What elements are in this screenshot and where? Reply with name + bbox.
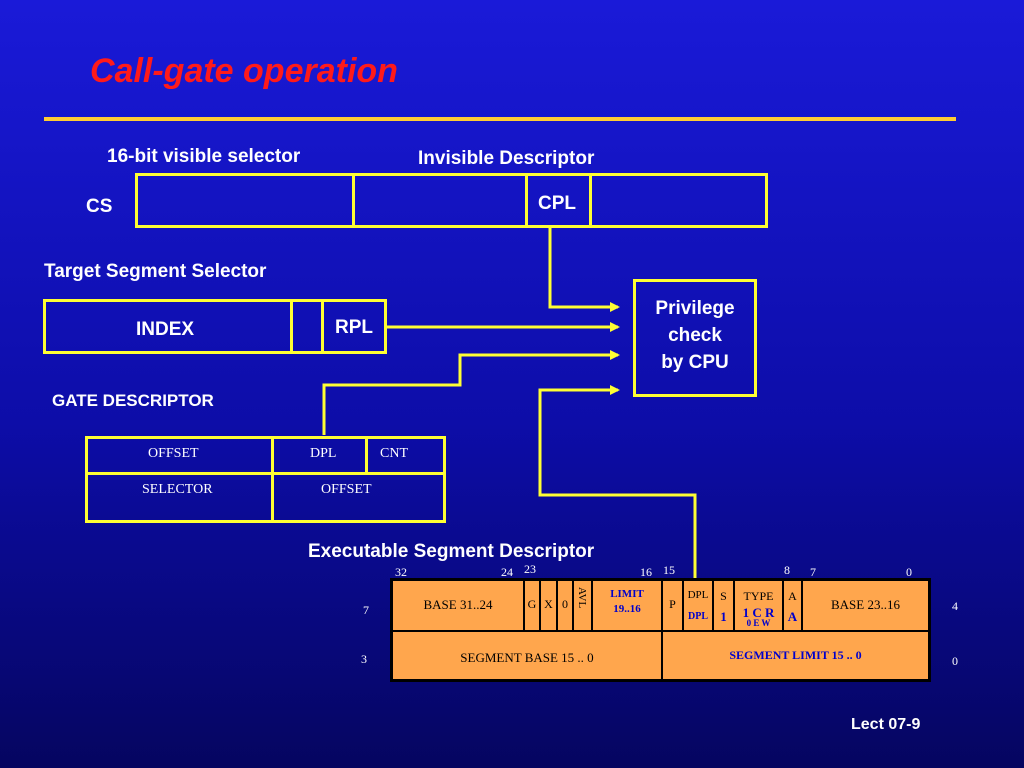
cpl-field-label: CPL xyxy=(538,193,576,214)
zero-bit-label: 0 xyxy=(562,597,568,611)
base-31-24-label: BASE 31..24 xyxy=(423,597,493,612)
a-top-label: A xyxy=(788,589,797,603)
bit-label-0: 0 xyxy=(906,565,912,579)
limit-19-16-line2: 19..16 xyxy=(613,603,641,615)
target-selector-label: Target Segment Selector xyxy=(44,261,267,282)
row-label-4: 4 xyxy=(952,599,958,613)
cs-register-box: CPL xyxy=(135,173,768,228)
gate-dpl-label: DPL xyxy=(310,446,337,461)
segment-base-15-0-label: SEGMENT BASE 15 .. 0 xyxy=(460,650,594,665)
cs-visible-selector-cell xyxy=(138,176,355,225)
bit-label-23: 23 xyxy=(524,562,536,576)
gate-offset-hi-cell: OFFSET xyxy=(88,439,274,472)
zero-cell: 0 xyxy=(556,581,572,630)
bit-label-15: 15 xyxy=(663,563,675,577)
s-top-label: S xyxy=(720,589,727,603)
dpl-top-label: DPL xyxy=(687,589,709,601)
target-selector-box: INDEX RPL xyxy=(43,299,387,354)
invisible-descriptor-label: Invisible Descriptor xyxy=(418,148,595,169)
type-sub-label: 0 E W xyxy=(746,618,771,628)
limit-19-16-cell: LIMIT 19..16 xyxy=(591,581,661,630)
base-31-24-cell: BASE 31..24 xyxy=(393,581,523,630)
visible-selector-label: 16-bit visible selector xyxy=(107,146,301,167)
index-cell: INDEX xyxy=(46,302,293,351)
gate-descriptor-label: GATE DESCRIPTOR xyxy=(52,391,214,410)
privilege-check-line2: check xyxy=(668,325,722,346)
gate-dpl-arrow xyxy=(322,350,620,435)
gate-offset-hi-label: OFFSET xyxy=(148,446,199,461)
rpl-field-label: RPL xyxy=(335,317,373,338)
privilege-check-line1: Privilege xyxy=(655,298,735,319)
gate-offset-lo-label: OFFSET xyxy=(321,482,372,497)
p-bit-label: P xyxy=(669,597,676,611)
gate-selector-cell: SELECTOR xyxy=(88,475,274,520)
gate-dpl-cell: DPL xyxy=(274,439,368,472)
segment-limit-15-0-label: SEGMENT LIMIT 15 .. 0 xyxy=(729,648,862,662)
gate-row-1: OFFSET DPL CNT xyxy=(88,439,443,475)
segment-limit-15-0-cell: SEGMENT LIMIT 15 .. 0 xyxy=(661,632,928,679)
slide-footer: Lect 07-9 xyxy=(851,716,921,733)
bit-label-32: 32 xyxy=(395,565,407,579)
type-cell: TYPE 1 C R 0 E W xyxy=(733,581,782,630)
a-cell: A A xyxy=(782,581,801,630)
dpl-bottom-label: DPL xyxy=(688,611,708,622)
segment-base-15-0-cell: SEGMENT BASE 15 .. 0 xyxy=(393,632,661,679)
row-label-0: 0 xyxy=(952,654,958,668)
segment-descriptor-label: Executable Segment Descriptor xyxy=(308,541,595,562)
avl-cell: AVL xyxy=(572,581,591,630)
segment-dpl-arrow xyxy=(538,385,697,580)
row-label-3: 3 xyxy=(361,652,367,666)
type-bits-label: 1 C R xyxy=(742,605,775,620)
privilege-check-line3: by CPU xyxy=(661,352,729,373)
privilege-check-box: Privilege check by CPU xyxy=(633,279,757,397)
p-cell: P xyxy=(661,581,682,630)
x-cell: X xyxy=(539,581,556,630)
cs-register-name: CS xyxy=(86,196,113,217)
bit-label-24: 24 xyxy=(501,565,513,579)
row-label-7: 7 xyxy=(363,603,369,617)
type-top-label: TYPE xyxy=(743,589,774,603)
cpl-arrow xyxy=(548,227,620,312)
base-23-16-label: BASE 23..16 xyxy=(831,597,900,612)
s-bottom-label: 1 xyxy=(720,609,727,624)
title-divider xyxy=(44,117,956,121)
gate-selector-label: SELECTOR xyxy=(142,482,213,497)
g-bit-label: G xyxy=(527,597,537,611)
s-cell: S 1 xyxy=(712,581,733,630)
base-23-16-cell: BASE 23..16 xyxy=(801,581,928,630)
x-bit-label: X xyxy=(544,597,553,611)
page-title: Call-gate operation xyxy=(90,52,398,90)
gate-cnt-label: CNT xyxy=(380,446,408,461)
gate-row-2: SELECTOR OFFSET xyxy=(88,475,443,520)
bit-label-8: 8 xyxy=(784,563,790,577)
dpl-cell: DPL DPL xyxy=(682,581,712,630)
segment-row-divider xyxy=(393,630,928,632)
gate-descriptor-box: OFFSET DPL CNT SELECTOR OFFSET xyxy=(85,436,446,523)
bit-label-16: 16 xyxy=(640,565,652,579)
ti-cell xyxy=(293,302,324,351)
bit-label-7: 7 xyxy=(810,565,816,579)
index-field-label: INDEX xyxy=(136,319,195,340)
limit-19-16-line1: LIMIT xyxy=(610,588,644,600)
cs-cpl-cell: CPL xyxy=(528,176,592,225)
a-bottom-label: A xyxy=(787,609,798,624)
cs-descriptor-cell xyxy=(355,176,528,225)
avl-bit-label: AVL xyxy=(576,587,588,609)
segment-descriptor-box: BASE 31..24 G X 0 AVL LIMIT 19..16 P DPL… xyxy=(390,578,931,682)
g-cell: G xyxy=(523,581,539,630)
